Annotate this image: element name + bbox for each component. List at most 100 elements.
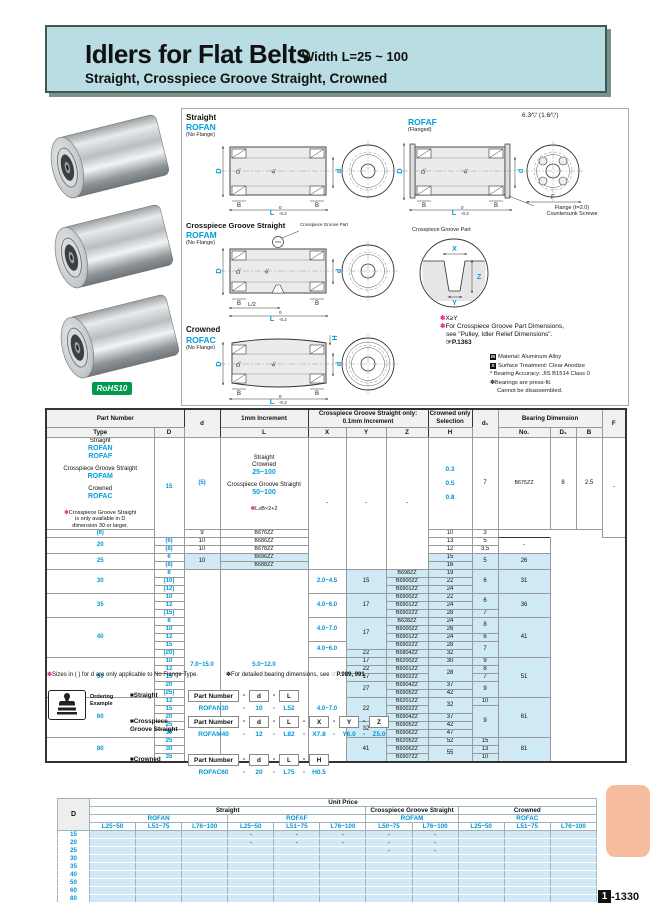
page-header: Idlers for Flat Belts Width L=25 ~ 100 S… (45, 25, 607, 93)
price-row-d: 15 (57, 830, 90, 839)
rofan-note: (No Flange) (186, 132, 216, 138)
example-value: 12 (255, 731, 263, 738)
rofan-front-view (337, 140, 399, 202)
material-note: M Material: Aluminum Alloy (490, 353, 628, 362)
spec-cell: B628ZZ (385, 617, 429, 626)
rofaf-code: ROFAF (408, 117, 437, 127)
price-cell (181, 862, 229, 871)
technical-drawings: D D₁ d₁ d B B L 0 -0.2 (181, 108, 629, 406)
price-title: Unit Price (89, 798, 597, 807)
footnote-sizes: ✽Sizes in ( ) for d are only applicable … (47, 672, 198, 678)
price-cell (411, 878, 459, 887)
spec-cell-line: is only available in D (75, 516, 126, 522)
spec-cell: 6 (471, 633, 499, 642)
part-number-box: d (249, 690, 270, 702)
example-value: ROFAN30 (198, 705, 229, 712)
price-cell (181, 846, 229, 855)
spec-cell: 8 (549, 436, 577, 530)
price-cell (503, 854, 551, 863)
spec-cell: 81 (497, 737, 551, 763)
surface-text: Surface Treatment: Clear Anodize (498, 362, 585, 369)
spec-cell: 3 (471, 529, 499, 538)
price-cell (273, 862, 321, 871)
col-no: No. (497, 426, 551, 438)
spec-cell: B688ZZ (219, 561, 309, 570)
col-crosspiece-only: Crosspiece Groove Straight only: 0.1mm I… (307, 408, 429, 428)
footnote-bearing-text: ✽For detailed bearing dimensions, see ☞ (226, 672, 337, 678)
page-subtitle: Straight, Crosspiece Groove Straight, Cr… (85, 71, 388, 86)
spec-cell: (12) (153, 585, 185, 594)
spec-cell-line: ROFAC (88, 492, 113, 500)
spec-cell-line: Crosspiece Groove Straight (63, 465, 138, 472)
spec-cell: (20) (153, 649, 185, 658)
svg-text:d: d (516, 168, 525, 173)
spec-cell: 4.0~6.0 (307, 641, 347, 658)
spec-cell: B6901ZZ (385, 585, 429, 594)
page-number-rest: -1330 (611, 890, 640, 903)
price-range-header: L76~100 (319, 822, 367, 831)
spec-table-wrap: Part Number d 1mm Increment Crosspiece G… (45, 408, 628, 763)
price-row-d: 80 (57, 894, 90, 903)
spec-cell: 4.0~6.0 (307, 593, 347, 618)
svg-text:L: L (452, 208, 457, 217)
pressfit-note-2: Cannot be disassembled. (497, 388, 563, 394)
col-crowned-line2: Selection (436, 418, 464, 426)
spec-cell: 15 (153, 641, 185, 650)
price-cell (88, 838, 137, 847)
svg-text:-0.2: -0.2 (461, 211, 469, 216)
col-f: F (601, 408, 627, 438)
price-cell: - (365, 838, 413, 847)
col-Y: Y (345, 426, 387, 438)
spec-cell: 41 (497, 617, 551, 658)
spec-cell: 12 (153, 601, 185, 610)
svg-text:d₁: d₁ (463, 168, 469, 173)
price-cell (549, 846, 598, 855)
spec-cell: 24 (427, 617, 473, 626)
spec-cell: 16 (427, 561, 473, 570)
col-B: B (575, 426, 603, 438)
price-cell (503, 838, 551, 847)
price-range-header: L51~75 (273, 822, 321, 831)
spec-cell: 28 (427, 641, 473, 650)
svg-text:B: B (315, 301, 319, 307)
price-range-header: L76~100 (549, 822, 598, 831)
price-range-header: L50~75 (365, 822, 413, 831)
price-cell (273, 870, 321, 879)
spec-cell-line: ROFAF (88, 452, 113, 460)
part-number-box: Z (369, 716, 390, 728)
price-cell (503, 870, 551, 879)
price-cell (411, 894, 459, 903)
price-cell (457, 854, 505, 863)
price-cell (135, 830, 183, 839)
spec-cell: - (345, 436, 387, 570)
example-value: 10 (255, 705, 263, 712)
spec-cell: B6900ZZ (385, 577, 429, 586)
spec-cell: B6901ZZ (385, 601, 429, 610)
price-group-header: Crowned (457, 806, 598, 815)
rohs-badge: RoHS10 (92, 382, 132, 395)
spec-cell: 2.0~4.5 (307, 569, 347, 594)
col-1mm-increment: 1mm Increment (219, 408, 309, 428)
price-cell (503, 894, 551, 903)
spec-cell: B686ZZ (219, 537, 309, 546)
spec-cell: 9 (471, 657, 499, 666)
price-cell (181, 830, 229, 839)
part-number-box: d (249, 754, 270, 766)
price-cell (411, 886, 459, 895)
price-group-header: Crosspiece Groove Straight (365, 806, 459, 815)
price-cell (273, 854, 321, 863)
svg-text:0: 0 (279, 205, 282, 210)
spec-cell: 5 (471, 537, 499, 546)
price-row-d: 20 (57, 838, 90, 847)
spec-cell: - (385, 436, 429, 570)
spec-cell: 35 (45, 593, 155, 618)
dash-separator: -- (242, 756, 246, 776)
svg-text:D₁: D₁ (236, 268, 242, 274)
svg-text:D₁: D₁ (236, 361, 242, 367)
